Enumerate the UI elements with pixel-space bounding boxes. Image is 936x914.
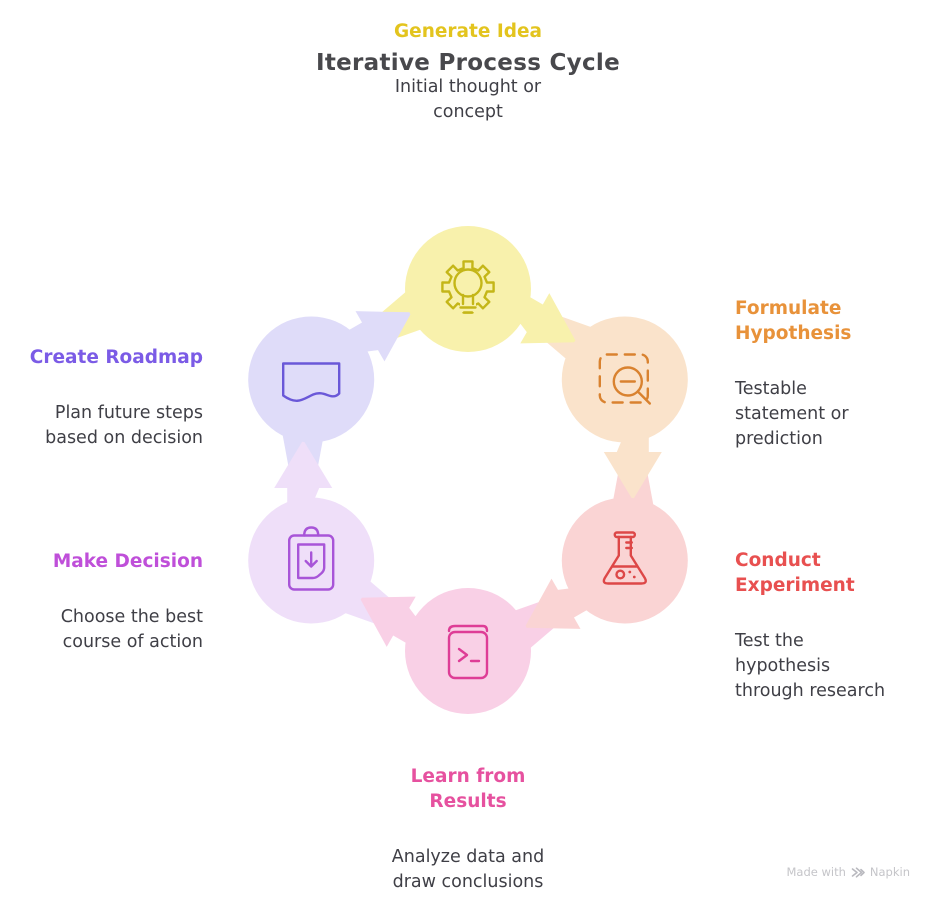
step-block-formulate-hypothesis: Formulate Hypothesis Testable statement … [735, 277, 930, 471]
step-title-generate-idea: Generate Idea [393, 21, 543, 42]
step-block-conduct-experiment: Conduct Experiment Test the hypothesis t… [735, 529, 935, 723]
node-formulate-hypothesis [561, 316, 688, 443]
step-title-formulate-hypothesis: Formulate Hypothesis [735, 298, 852, 344]
step-title-conduct-experiment: Conduct Experiment [735, 550, 855, 596]
scan-search-icon [598, 353, 651, 405]
node-make-decision [248, 497, 375, 624]
node-create-roadmap [248, 316, 375, 443]
clipboard-download-icon [288, 526, 335, 591]
made-with-napkin-watermark: Made with Napkin [787, 865, 911, 879]
gear-lightbulb-icon [441, 260, 495, 314]
flask-icon [602, 531, 647, 585]
step-desc-conduct-experiment: Test the hypothesis through research [735, 631, 886, 701]
step-title-make-decision: Make Decision [52, 551, 203, 572]
watermark-prefix: Made with [786, 865, 846, 879]
step-block-make-decision: Make Decision Choose the best course of … [6, 530, 203, 674]
step-desc-learn-from-results: Analyze data and draw conclusions [391, 847, 545, 892]
step-title-create-roadmap: Create Roadmap [29, 347, 203, 368]
map-icon [282, 362, 341, 402]
step-desc-generate-idea: Initial thought or concept [394, 77, 542, 122]
step-block-create-roadmap: Create Roadmap Plan future steps based o… [6, 326, 203, 470]
watermark-brand: Napkin [869, 865, 910, 879]
node-generate-idea [405, 226, 531, 352]
page-title: Iterative Process Cycle [315, 50, 620, 76]
napkin-logo-icon [851, 866, 865, 878]
step-desc-create-roadmap: Plan future steps based on decision [45, 403, 203, 448]
code-notebook-icon [447, 624, 489, 680]
step-desc-formulate-hypothesis: Testable statement or prediction [735, 379, 849, 449]
step-block-learn-from-results: Learn from Results Analyze data and draw… [0, 745, 936, 914]
step-block-generate-idea: Generate Idea Initial thought or concept [0, 0, 936, 144]
node-learn-from-results [405, 588, 531, 714]
node-conduct-experiment [561, 497, 688, 624]
step-desc-make-decision: Choose the best course of action [60, 607, 203, 652]
step-title-learn-from-results: Learn from Results [410, 766, 526, 812]
